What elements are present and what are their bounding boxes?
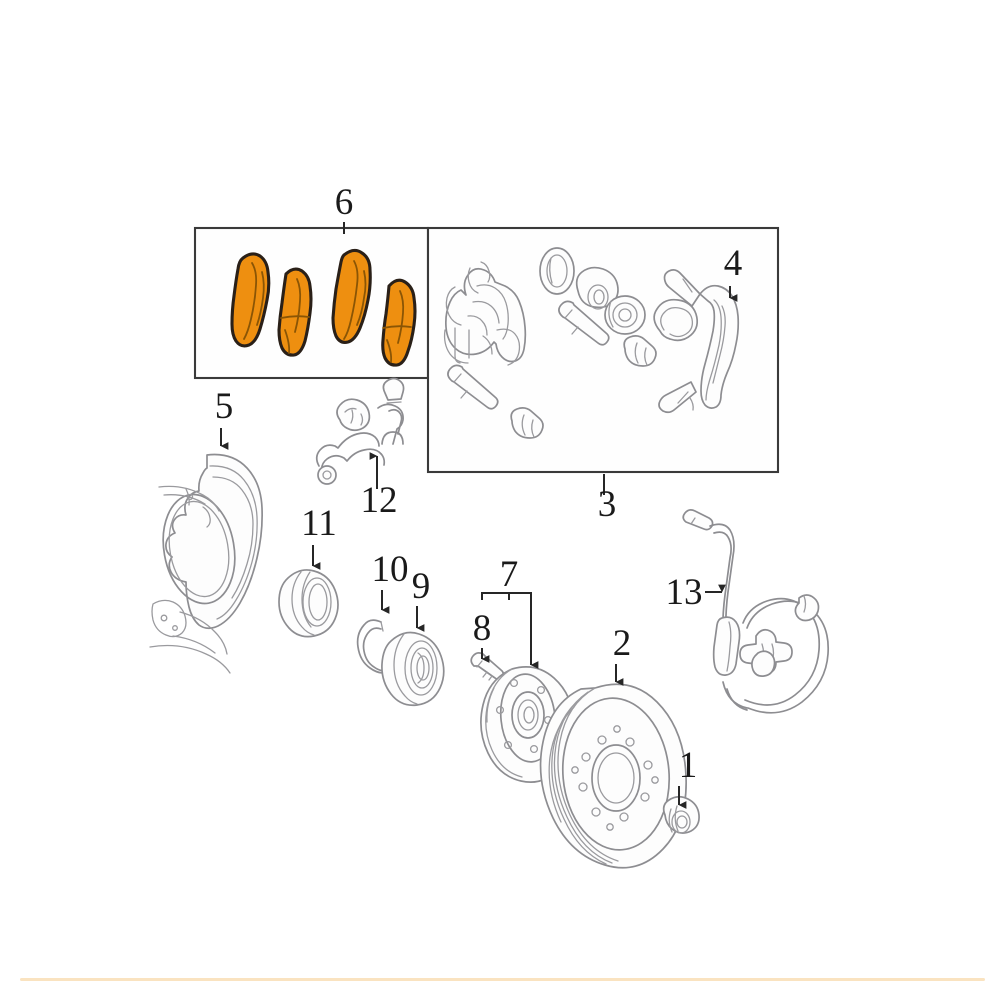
wheel-hub-stud[interactable] (470, 652, 505, 681)
callout-label-12[interactable]: 12 (361, 480, 398, 521)
brake-pad-2[interactable] (277, 267, 313, 357)
leader-7 (481, 592, 539, 669)
callout-label-3[interactable]: 3 (598, 484, 617, 525)
caliper-retaining-ring[interactable] (653, 298, 699, 342)
front-wheel-bearing[interactable] (381, 631, 445, 707)
brake-pad-set[interactable] (230, 248, 417, 367)
brake-hydraulic-hose[interactable] (315, 377, 405, 485)
wheel-lug-nut[interactable] (662, 795, 700, 834)
brake-caliper-body[interactable] (443, 261, 527, 366)
caliper-piston-seal[interactable] (539, 247, 575, 295)
callout-label-1[interactable]: 1 (679, 745, 698, 786)
callout-label-7[interactable]: 7 (500, 554, 519, 595)
callout-label-10[interactable]: 10 (372, 549, 409, 590)
footer-rule (20, 978, 985, 981)
caliper-mounting-bracket[interactable] (658, 269, 740, 414)
brake-pad-3[interactable] (331, 248, 372, 344)
callout-label-5[interactable]: 5 (215, 386, 234, 427)
abs-wheel-speed-sensor[interactable] (682, 509, 830, 714)
callout-label-2[interactable]: 2 (613, 623, 632, 664)
caliper-bleeder-screw-right[interactable] (623, 335, 657, 367)
callout-label-6[interactable]: 6 (335, 182, 354, 223)
front-wheel-hub[interactable] (480, 666, 575, 783)
brake-dust-shield[interactable] (149, 453, 263, 674)
brake-pad-4[interactable] (381, 278, 417, 367)
caliper-piston[interactable] (575, 266, 619, 310)
caliper-slide-pin-upper[interactable] (558, 300, 610, 346)
callout-label-4[interactable]: 4 (724, 243, 743, 284)
caliper-slide-pin-lower[interactable] (447, 364, 499, 410)
callout-label-11[interactable]: 11 (301, 503, 337, 544)
brake-pad-1[interactable] (230, 252, 271, 348)
brake-rotor-disc[interactable] (539, 683, 687, 869)
callout-label-13[interactable]: 13 (666, 572, 703, 613)
callout-label-9[interactable]: 9 (412, 566, 431, 607)
caliper-bleeder-screw-lower[interactable] (510, 407, 544, 439)
hub-dust-cap[interactable] (278, 569, 339, 638)
callout-label-8[interactable]: 8 (473, 608, 492, 649)
caliper-dust-boot[interactable] (604, 295, 646, 335)
